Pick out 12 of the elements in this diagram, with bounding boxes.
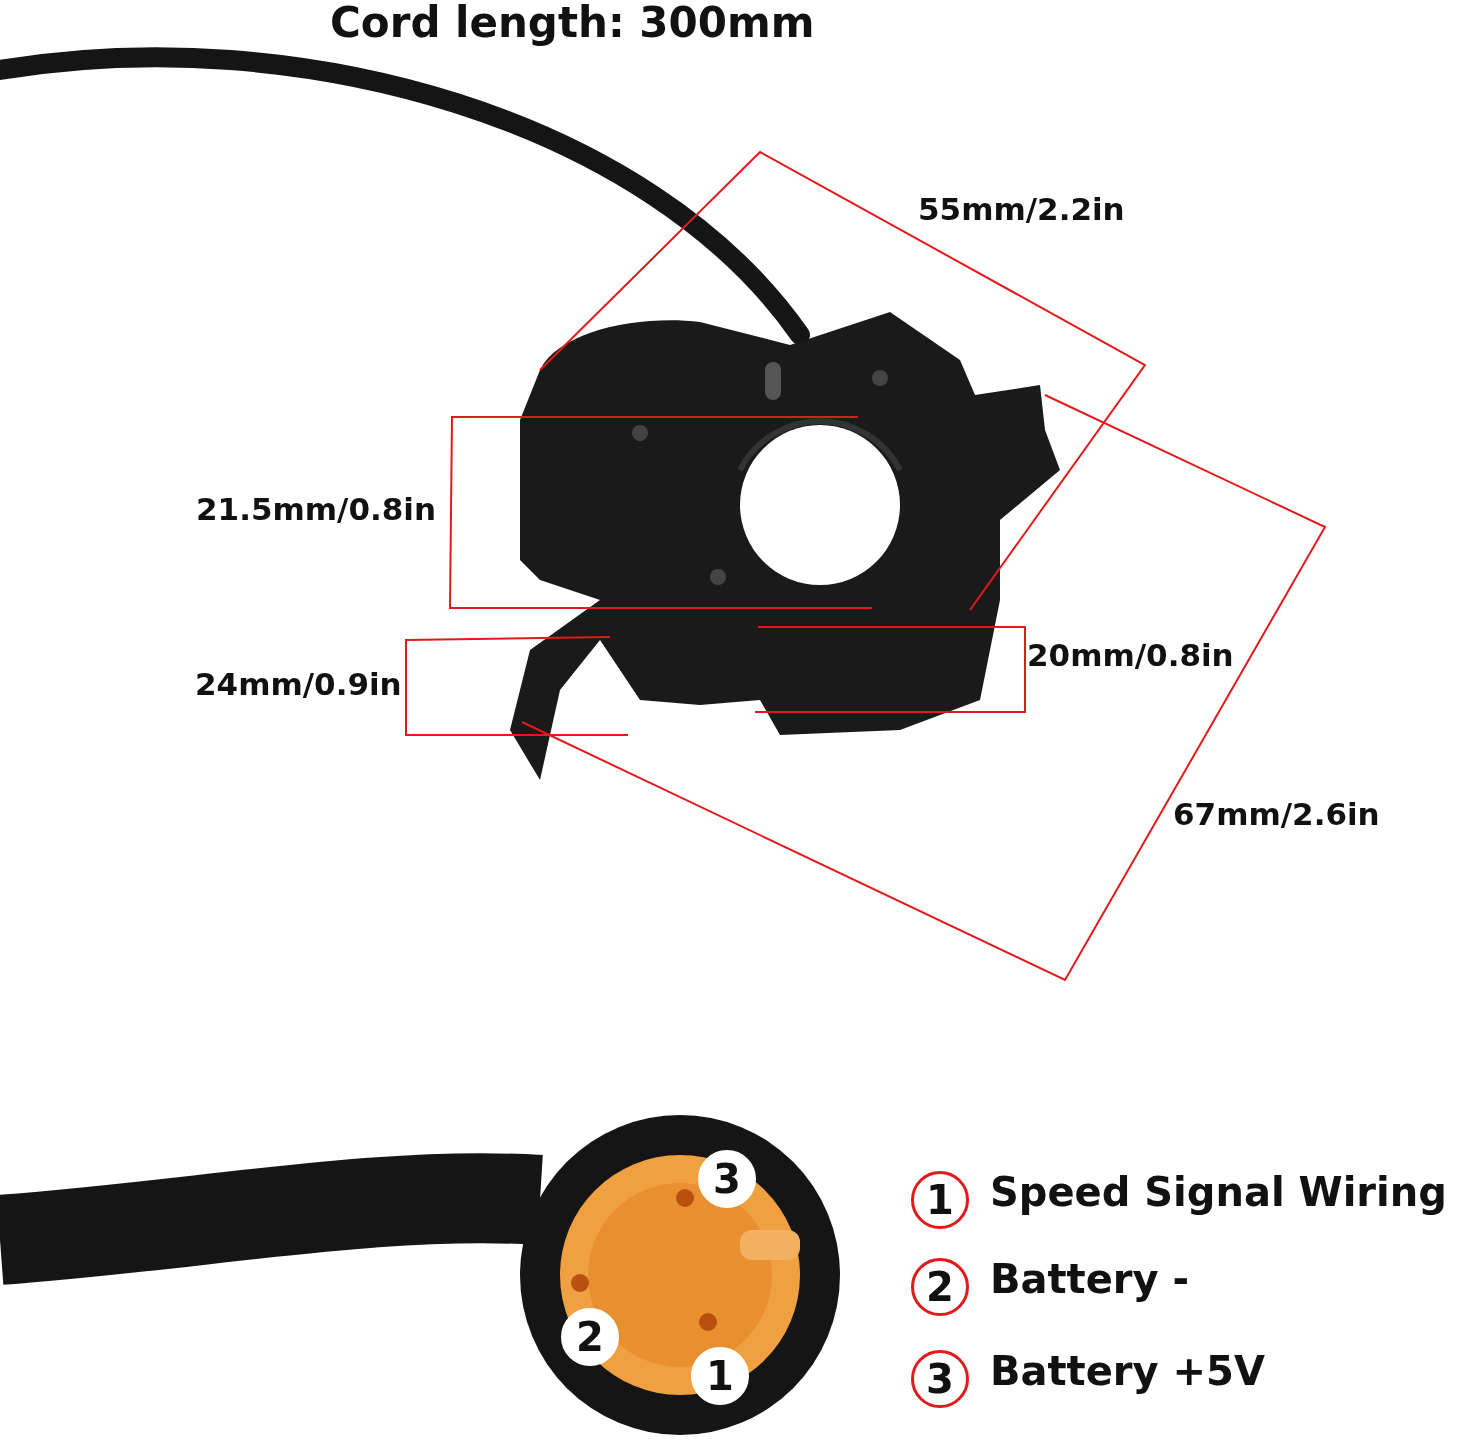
dimension-label: 55mm/2.2in — [918, 192, 1125, 227]
callout-number: 3 — [911, 1350, 969, 1408]
dimension-label: 67mm/2.6in — [1173, 797, 1380, 832]
legend-text: Speed Signal Wiring — [990, 1170, 1447, 1214]
dimension-label: 20mm/0.8in — [1027, 638, 1234, 673]
callout-number: 2 — [911, 1258, 969, 1316]
dimension-label: 24mm/0.9in — [195, 667, 402, 702]
legend-text: Battery +5V — [990, 1349, 1265, 1393]
legend-text: Battery - — [990, 1257, 1190, 1301]
dimension-label: 21.5mm/0.8in — [196, 492, 437, 527]
title: Cord length: 300mm — [330, 0, 815, 47]
callout-number: 1 — [911, 1171, 969, 1229]
